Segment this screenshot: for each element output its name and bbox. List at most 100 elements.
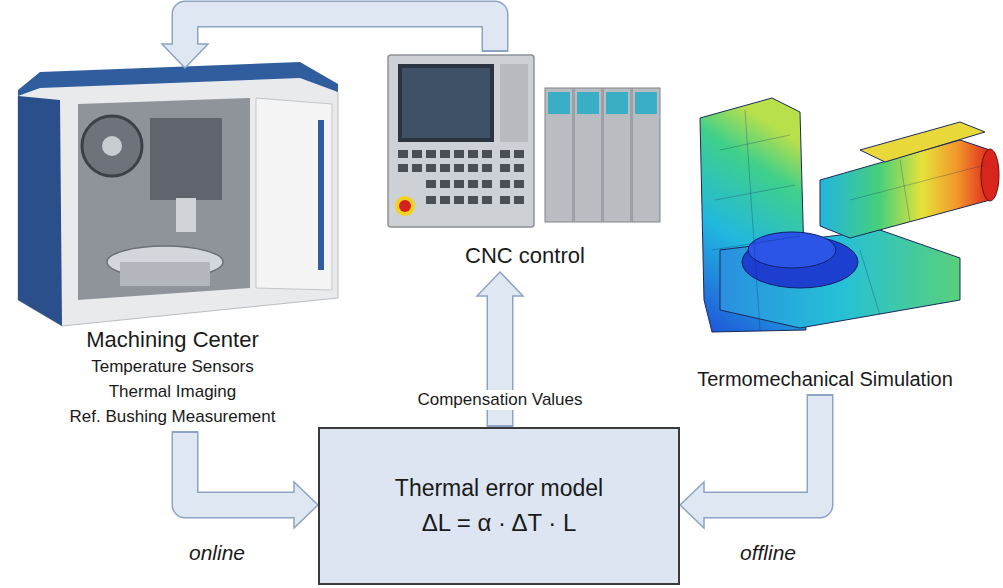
fe-simulation-picture	[700, 98, 999, 332]
key	[468, 196, 478, 204]
key	[454, 164, 464, 172]
mesh-line	[715, 185, 795, 200]
machining-center-picture	[18, 62, 338, 326]
arrow-shaft-outline	[185, 14, 495, 52]
key	[426, 180, 436, 188]
key	[500, 164, 510, 172]
tool-magazine	[82, 116, 142, 176]
spindle	[176, 198, 196, 232]
machine-door	[256, 98, 332, 290]
node-text: ΔL = α · ΔT · L	[422, 505, 577, 541]
mesh-line	[860, 250, 880, 315]
node-title: CNC control	[385, 242, 665, 270]
control-panel	[388, 55, 534, 227]
key	[468, 164, 478, 172]
node-title: Thermal error model	[395, 471, 603, 505]
mesh-line	[900, 160, 910, 222]
key	[398, 150, 408, 158]
key	[500, 196, 510, 204]
machine-roof-band	[18, 62, 338, 96]
drive-display	[577, 92, 599, 114]
control-screen-display	[402, 68, 490, 138]
key	[440, 164, 450, 172]
key	[482, 164, 492, 172]
key	[514, 150, 524, 158]
arrow-shaft	[701, 396, 820, 505]
cnc-node: CNC control	[385, 52, 665, 270]
key	[468, 180, 478, 188]
node-title: Machining Center	[0, 326, 345, 354]
edge-label: Compensation Values	[413, 390, 586, 410]
key	[514, 164, 524, 172]
key	[426, 164, 436, 172]
key	[468, 150, 478, 158]
model-box: Thermal error modelΔL = α · ΔT · L	[318, 427, 680, 585]
control-keys	[398, 150, 524, 204]
key	[500, 180, 510, 188]
mesh-line	[712, 236, 800, 250]
machine-housing	[18, 70, 338, 326]
node-text: Thermal Imaging	[0, 379, 345, 404]
key	[440, 196, 450, 204]
spindle-head	[150, 118, 222, 200]
arrow-shaft	[185, 433, 297, 505]
key	[482, 196, 492, 204]
control-keypad	[500, 64, 528, 142]
key	[482, 150, 492, 158]
tool-magazine-hub	[102, 136, 122, 156]
emergency-stop-ring	[395, 196, 415, 216]
block-arrow	[185, 431, 318, 528]
fe-bed	[720, 230, 960, 328]
arrow-head	[162, 44, 208, 68]
drive-module	[545, 88, 573, 222]
fe-mesh	[712, 110, 985, 330]
key	[454, 196, 464, 204]
key	[426, 196, 436, 204]
arrow-shaft	[185, 14, 495, 50]
key	[412, 150, 422, 158]
key	[514, 180, 524, 188]
key	[500, 150, 510, 158]
drive-display	[548, 92, 570, 114]
node-text: Ref. Bushing Measurement	[0, 404, 345, 429]
key	[440, 150, 450, 158]
cnc-control-picture	[388, 55, 660, 227]
drive-display	[635, 92, 657, 114]
drive-module	[632, 88, 660, 222]
simulation-node: Termomechanical Simulation	[655, 86, 995, 392]
fe-slide	[860, 122, 985, 162]
machine-interior	[78, 98, 250, 300]
edge-label: offline	[736, 541, 800, 565]
key	[482, 180, 492, 188]
drive-module	[603, 88, 631, 222]
fe-spindle-nose	[981, 149, 999, 201]
arrow-head	[294, 482, 318, 528]
door-handle	[318, 120, 324, 270]
emergency-stop	[399, 200, 411, 212]
key	[454, 180, 464, 188]
arrow-head	[477, 272, 523, 296]
key	[398, 164, 408, 172]
mesh-line	[745, 110, 760, 330]
key	[454, 150, 464, 158]
table-base	[120, 262, 210, 286]
mesh-line	[720, 135, 790, 150]
block-arrow	[162, 14, 495, 68]
machine-node: Machining CenterTemperature SensorsTherm…	[0, 68, 345, 429]
node-title: Termomechanical Simulation	[655, 366, 995, 392]
arrow-shaft-outline	[704, 394, 820, 505]
edge-label: online	[185, 541, 249, 565]
machine-side-panel	[18, 96, 62, 326]
block-arrow	[680, 394, 820, 528]
drive-module	[574, 88, 602, 222]
key	[440, 180, 450, 188]
node-text: Temperature Sensors	[0, 354, 345, 379]
drive-display	[606, 92, 628, 114]
arrow-head	[680, 482, 704, 528]
key	[412, 164, 422, 172]
key	[514, 196, 524, 204]
key	[426, 150, 436, 158]
control-screen	[398, 64, 494, 142]
